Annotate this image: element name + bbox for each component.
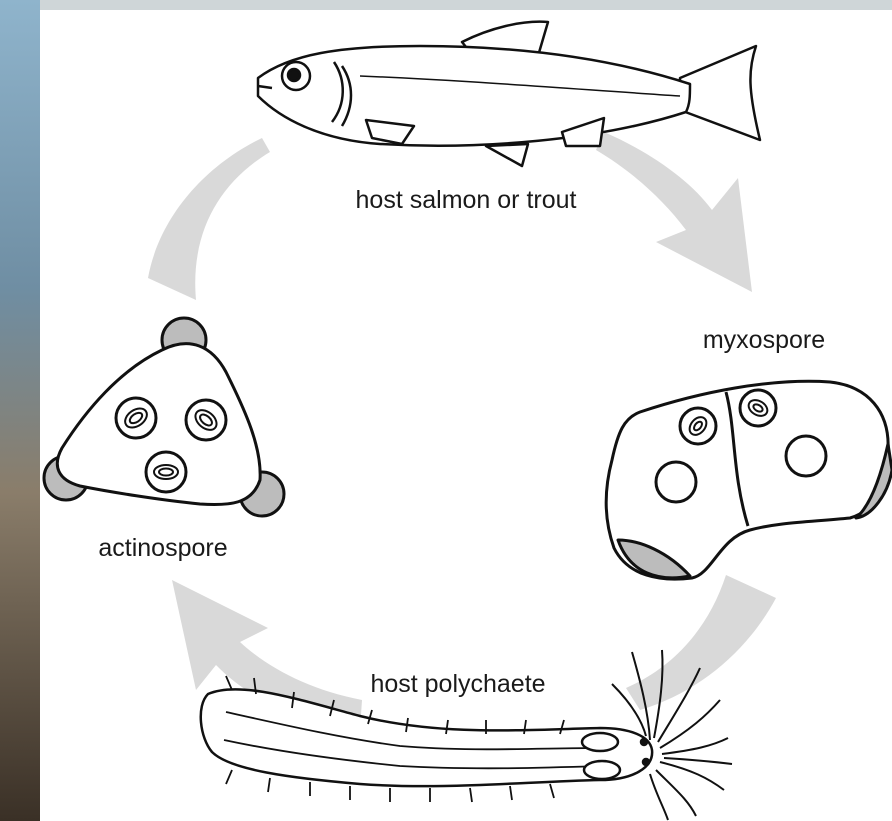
label-actinospore: actinospore: [98, 534, 227, 562]
background-photo-strip: [0, 0, 40, 821]
myxo-capsule-1: [680, 408, 716, 444]
top-border-strip: [40, 0, 892, 10]
actinospore-illustration: [44, 318, 284, 516]
polar-capsule-2: [186, 400, 226, 440]
polychaete-gland-1: [582, 733, 618, 751]
arrow-actinospore-to-fish: [148, 138, 270, 300]
label-fish: host salmon or trout: [356, 186, 577, 214]
polar-capsule-1: [116, 398, 156, 438]
polychaete-eye-2: [643, 759, 649, 765]
myxospore-illustration: [606, 381, 892, 579]
polychaete-eye-1: [641, 739, 647, 745]
label-myxospore: myxospore: [703, 326, 825, 354]
fish-body: [258, 46, 690, 146]
polychaete-gland-2: [584, 761, 620, 779]
arrow-fish-to-myxospore: [596, 132, 752, 292]
polar-capsule-3: [146, 452, 186, 492]
fish-pupil: [288, 69, 300, 81]
arrow-myxospore-to-polychaete: [626, 575, 776, 710]
fish-tail: [680, 46, 760, 140]
myxo-sporoplasm-left: [656, 462, 696, 502]
myxo-sporoplasm-right: [786, 436, 826, 476]
fish-pelvic-fin: [486, 144, 528, 166]
myxo-capsule-2: [740, 390, 776, 426]
fish-illustration: [258, 22, 760, 166]
label-polychaete: host polychaete: [370, 670, 545, 698]
